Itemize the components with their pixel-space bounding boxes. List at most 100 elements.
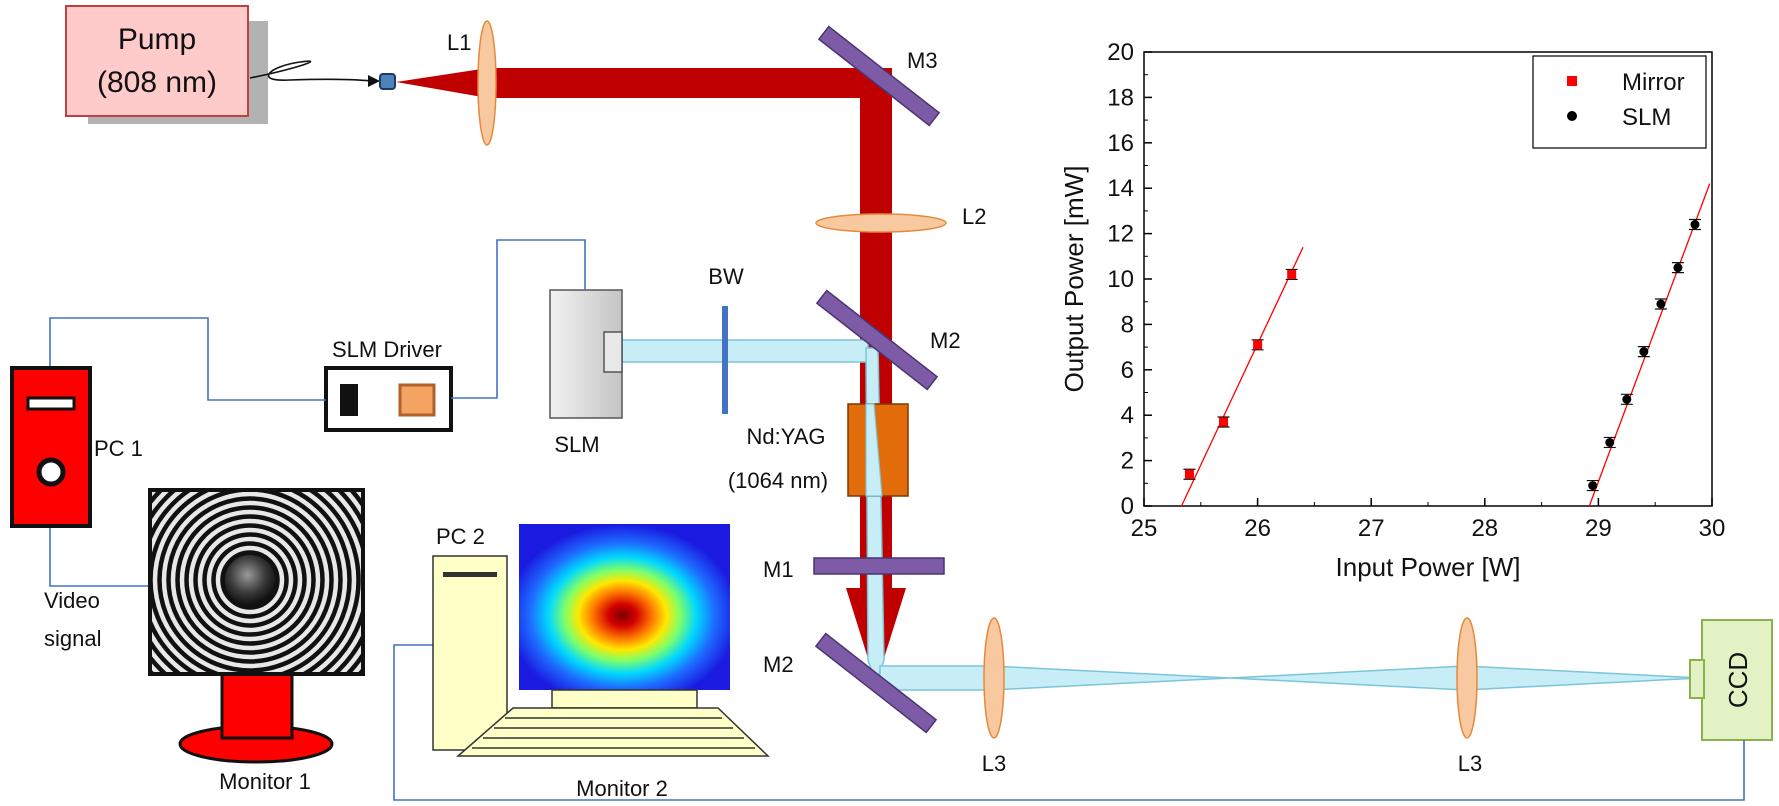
y-tick-label: 6: [1121, 357, 1134, 384]
label-l2: L2: [962, 204, 986, 229]
ccd-camera: CCD: [1689, 619, 1773, 741]
pump-box: Pump (808 nm): [65, 5, 268, 124]
phase-pattern-center: [225, 555, 275, 605]
label-ccd: CCD: [1723, 652, 1753, 708]
label-m3: M3: [907, 48, 938, 73]
phase-ring: [152, 492, 357, 672]
x-tick-label: 27: [1358, 515, 1385, 542]
label-m2-lower: M2: [763, 652, 794, 677]
cable-pc2-ccd: [393, 644, 1745, 801]
phase-ring: [206, 536, 294, 624]
fiber-arrowhead: [368, 75, 380, 87]
y-tick-label: 2: [1121, 448, 1134, 475]
x-tick-label: 28: [1471, 515, 1498, 542]
phase-ring: [197, 527, 303, 633]
slm-driver: [324, 366, 453, 432]
lens-l2: [815, 213, 947, 233]
y-tick-label: 10: [1107, 266, 1134, 293]
y-axis-label: Output Power [mW]: [1059, 166, 1089, 393]
legend-label-slm: SLM: [1622, 104, 1671, 131]
cables: [49, 239, 1745, 801]
phase-pattern: [152, 492, 361, 672]
y-tick-label: 8: [1121, 311, 1134, 338]
phase-ring: [188, 518, 312, 642]
label-l3-first: L3: [982, 751, 1006, 776]
label-monitor2: Monitor 2: [576, 776, 668, 801]
brewster-window: [722, 306, 728, 414]
label-pc1: PC 1: [94, 436, 143, 461]
cable-pc1-driver: [49, 317, 326, 401]
lens-l3-first: [983, 617, 1005, 739]
phase-ring: [170, 500, 330, 660]
ir-beam-in-crystal: [865, 403, 883, 497]
label-l3-second: L3: [1458, 751, 1482, 776]
data-point-mirror: [1184, 469, 1194, 479]
monitor2: [456, 524, 770, 757]
data-point-slm: [1639, 347, 1649, 357]
data-point-slm: [1656, 299, 1666, 309]
label-video: Video: [44, 588, 100, 613]
label-m1: M1: [763, 557, 794, 582]
pc1: [10, 366, 92, 528]
label-slm: SLM: [554, 432, 599, 457]
data-point-mirror: [1219, 417, 1229, 427]
x-axis-label: Input Power [W]: [1336, 552, 1521, 582]
x-tick-label: 25: [1131, 515, 1158, 542]
x-tick-label: 29: [1585, 515, 1612, 542]
lens-l1: [477, 20, 497, 146]
phase-ring: [161, 492, 339, 669]
data-point-slm: [1605, 437, 1615, 447]
beam-profile-image: [519, 524, 730, 690]
label-nd-yag-wavelength: (1064 nm): [728, 468, 828, 493]
label-pc2: PC 2: [436, 524, 485, 549]
label-monitor1: Monitor 1: [219, 769, 311, 794]
data-point-mirror: [1287, 269, 1297, 279]
label-slm-driver: SLM Driver: [332, 337, 442, 362]
lens-l3-second: [1456, 617, 1478, 739]
label-nd-yag: Nd:YAG: [746, 424, 825, 449]
label-bw: BW: [708, 264, 744, 289]
y-tick-label: 16: [1107, 130, 1134, 157]
fit-line-mirror: [1180, 246, 1304, 507]
y-tick-label: 14: [1107, 175, 1134, 202]
data-point-slm: [1622, 394, 1632, 404]
pump-beam-cone: [396, 68, 488, 98]
x-tick-label: 30: [1699, 515, 1726, 542]
phase-ring: [215, 545, 285, 615]
ir-beam: [619, 339, 1701, 691]
slm-device: [549, 289, 623, 419]
legend-marker-mirror: [1567, 76, 1577, 86]
mirror-m1: [813, 557, 945, 575]
label-m2-upper: M2: [930, 328, 961, 353]
phase-ring: [179, 509, 321, 651]
y-tick-label: 0: [1121, 493, 1134, 520]
ir-beam-slm-path: [619, 339, 869, 363]
mirror-m2-lower: [814, 632, 938, 734]
label-l1: L1: [447, 30, 471, 55]
fit-line-slm: [1588, 183, 1711, 507]
phase-ring: [152, 492, 348, 672]
data-point-mirror: [1253, 340, 1263, 350]
pump-wavelength: (808 nm): [97, 66, 217, 99]
label-signal: signal: [44, 626, 101, 651]
y-tick-label: 20: [1107, 39, 1134, 66]
x-tick-label: 26: [1244, 515, 1271, 542]
mirror-m2-upper: [815, 289, 939, 391]
y-tick-label: 18: [1107, 84, 1134, 111]
legend-label-mirror: Mirror: [1622, 69, 1685, 96]
data-point-slm: [1690, 220, 1700, 230]
cable-pc1-monitor1: [49, 525, 152, 587]
pc2: [432, 555, 508, 751]
ir-beam-output-1: [879, 665, 1231, 691]
pump-beam-horizontal: [486, 68, 892, 98]
data-point-slm: [1588, 481, 1598, 491]
data-point-slm: [1673, 263, 1683, 273]
monitor1: [148, 488, 365, 764]
y-tick-label: 4: [1121, 402, 1134, 429]
mirror-m3: [817, 25, 941, 127]
fiber-coupler: [379, 73, 396, 90]
legend-marker-slm: [1567, 111, 1577, 121]
